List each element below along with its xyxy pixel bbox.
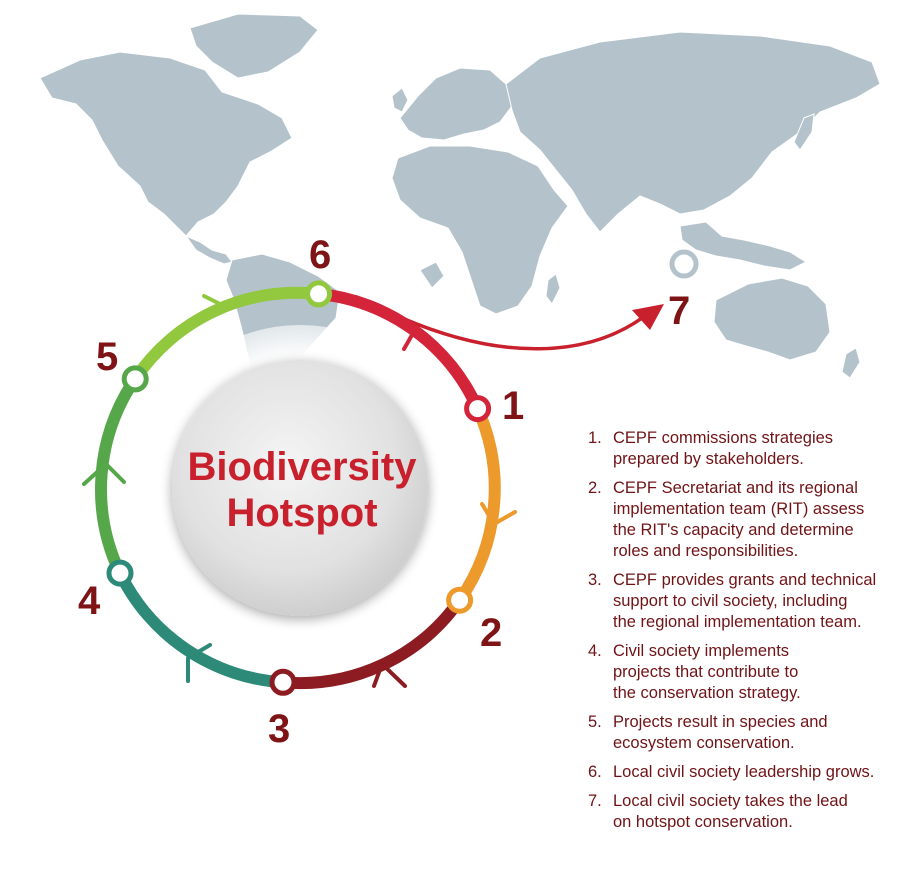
node-4 (106, 559, 134, 587)
legend-item-text: CEPF Secretariat and its regional implem… (613, 479, 865, 560)
world-map (39, 13, 881, 423)
legend-item-text: Local civil society takes the lead on ho… (613, 792, 848, 831)
uk-shape (391, 87, 409, 113)
madagascar-shape (545, 273, 561, 305)
legend-item-number: 6. (588, 763, 602, 781)
europe-shape (399, 67, 513, 141)
label-5: 5 (96, 335, 118, 379)
central-america-shape (184, 234, 233, 265)
label-6: 6 (309, 233, 331, 277)
legend-item: 6. Local civil society leadership grows. (588, 762, 913, 783)
legend-item: 5. Projects result in species and ecosys… (588, 712, 913, 754)
node-3 (269, 668, 297, 696)
north-america-shape (39, 51, 293, 237)
label-1: 1 (502, 384, 524, 428)
arc-3-to-4 (114, 570, 284, 689)
hub-disc (172, 360, 428, 616)
southeast-asia-islands-shape (679, 221, 808, 271)
legend-item: 7. Local civil society takes the lead on… (588, 791, 913, 833)
chevron-4-5 (82, 462, 126, 486)
chevron-3-4 (186, 643, 212, 683)
legend-item-text: Civil society implements projects that c… (613, 642, 801, 702)
legend-item: 3. CEPF provides grants and technical su… (588, 570, 913, 633)
legend-item-number: 7. (588, 792, 602, 810)
chevron-1-2 (480, 502, 517, 526)
node-2 (446, 586, 474, 614)
steps-legend: 1. CEPF commissions strategies prepared … (588, 428, 913, 833)
label-2: 2 (480, 611, 502, 655)
outward-arrow (401, 304, 664, 351)
label-4: 4 (78, 579, 101, 623)
hub-title-line2: Hotspot (226, 491, 377, 535)
greenland-shape (189, 13, 319, 79)
australia-shape (713, 277, 831, 361)
legend-item-number: 4. (588, 642, 602, 660)
legend-item-number: 5. (588, 713, 602, 731)
japan-shape (793, 113, 815, 151)
arc-4-to-5 (95, 375, 141, 576)
legend-item-text: CEPF commissions strategies prepared by … (613, 429, 834, 468)
legend-item-text: Projects result in species and ecosystem… (613, 713, 828, 752)
cycle-nodes (106, 280, 492, 696)
node-7-ring (669, 249, 699, 279)
arc-1-to-2 (454, 406, 501, 604)
label-7: 7 (668, 289, 690, 333)
legend-item-number: 1. (588, 429, 602, 447)
node-6 (305, 280, 333, 308)
legend-item-number: 3. (588, 571, 602, 589)
chevron-5-6 (202, 294, 226, 320)
legend-item-text: Local civil society leadership grows. (613, 763, 875, 781)
node-5 (121, 365, 149, 393)
label-3: 3 (268, 707, 290, 751)
legend-item-text: CEPF provides grants and technical suppo… (613, 571, 877, 631)
outward-arrow-line (401, 310, 652, 351)
outward-arrow-head (632, 304, 664, 330)
africa-shape (391, 145, 569, 315)
chevron-6-1 (393, 314, 418, 351)
legend-item: 1. CEPF commissions strategies prepared … (588, 428, 913, 470)
hub-title-line1: Biodiversity (188, 445, 418, 489)
legend-item-number: 2. (588, 479, 602, 497)
chevron-2-3 (372, 662, 407, 688)
asia-shape (505, 31, 881, 233)
node-1 (464, 395, 492, 423)
direction-chevrons (82, 294, 517, 688)
legend-item: 2. CEPF Secretariat and its regional imp… (588, 478, 913, 562)
legend-item: 4. Civil society implements projects tha… (588, 641, 913, 704)
antarctica-edge-shape (419, 261, 445, 289)
new-zealand-shape (841, 347, 861, 379)
